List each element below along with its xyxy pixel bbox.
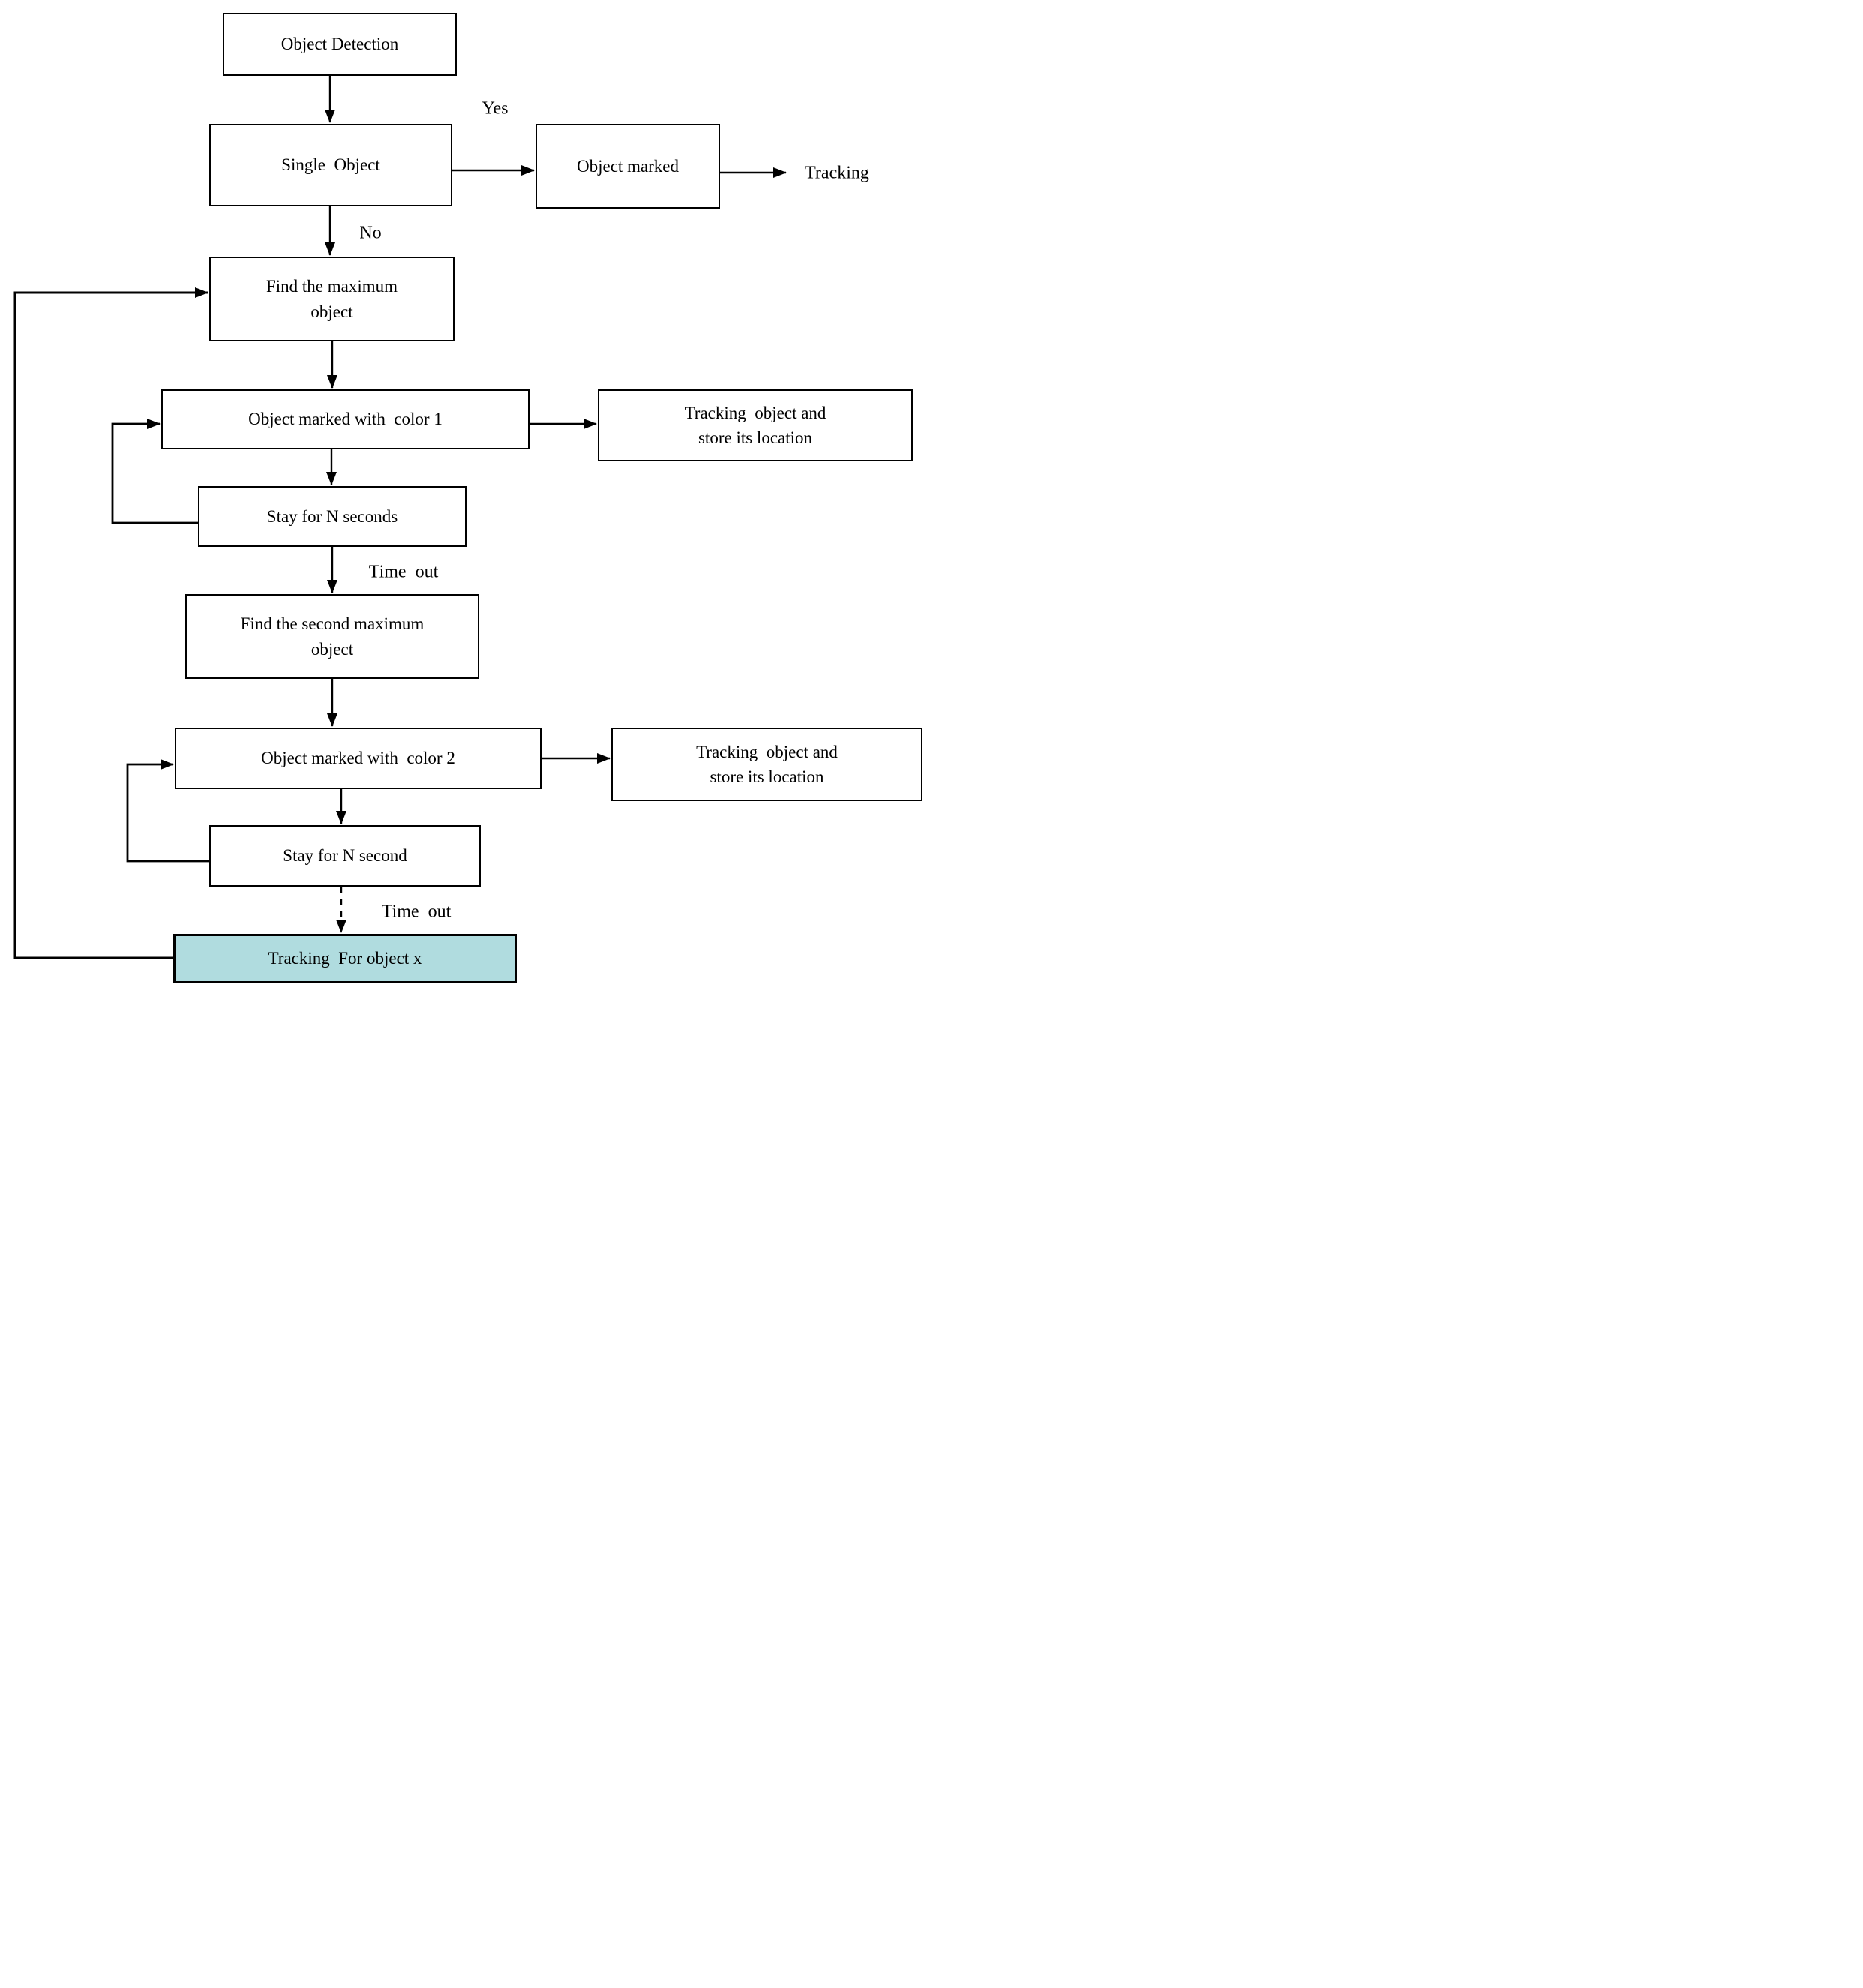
node-label: Object marked with color 2 <box>261 749 455 768</box>
node-stay-n-second: Stay for N second <box>209 825 481 887</box>
node-label: Object marked <box>576 156 680 176</box>
object-tracking-flowchart: Object Detection Single Object Object ma… <box>0 0 932 994</box>
node-label: Object marked with color 1 <box>248 410 442 429</box>
node-label: Stay for N second <box>283 846 407 866</box>
edge-label-yes: Yes <box>482 98 508 119</box>
node-single-object: Single Object <box>209 124 452 206</box>
node-tracking-for-object-x: Tracking For object x <box>173 934 517 983</box>
node-object-detection: Object Detection <box>223 13 457 76</box>
node-label: Find the maximum object <box>266 277 398 321</box>
edge-stay1-loop-color1 <box>111 419 198 524</box>
edge-label-no: No <box>359 223 382 243</box>
node-label: Tracking object and store its location <box>696 742 838 786</box>
edge-label-tracking: Tracking <box>805 163 869 183</box>
node-object-marked-color-1: Object marked with color 1 <box>161 389 530 449</box>
node-object-marked: Object marked <box>536 124 720 209</box>
node-find-second-maximum-object: Find the second maximum object <box>185 594 479 679</box>
edge-label-timeout-2: Time out <box>381 902 452 922</box>
node-object-marked-color-2: Object marked with color 2 <box>175 728 542 789</box>
edge-stay2-loop-color2 <box>126 759 209 863</box>
node-label: Find the second maximum object <box>240 614 424 659</box>
flow-connectors <box>14 76 787 959</box>
node-label: Tracking For object x <box>268 949 422 968</box>
node-label: Tracking object and store its location <box>684 403 826 447</box>
node-label: Stay for N seconds <box>266 506 398 526</box>
node-label: Single Object <box>281 155 380 175</box>
edge-label-timeout-1: Time out <box>368 562 439 582</box>
node-label: Object Detection <box>280 35 399 54</box>
node-find-maximum-object: Find the maximum object <box>209 257 454 341</box>
node-tracking-store-location-1: Tracking object and store its location <box>598 389 913 461</box>
node-tracking-store-location-2: Tracking object and store its location <box>611 728 922 801</box>
edge-trackingx-feedback-findmax <box>14 287 208 959</box>
node-stay-n-seconds: Stay for N seconds <box>198 486 466 547</box>
